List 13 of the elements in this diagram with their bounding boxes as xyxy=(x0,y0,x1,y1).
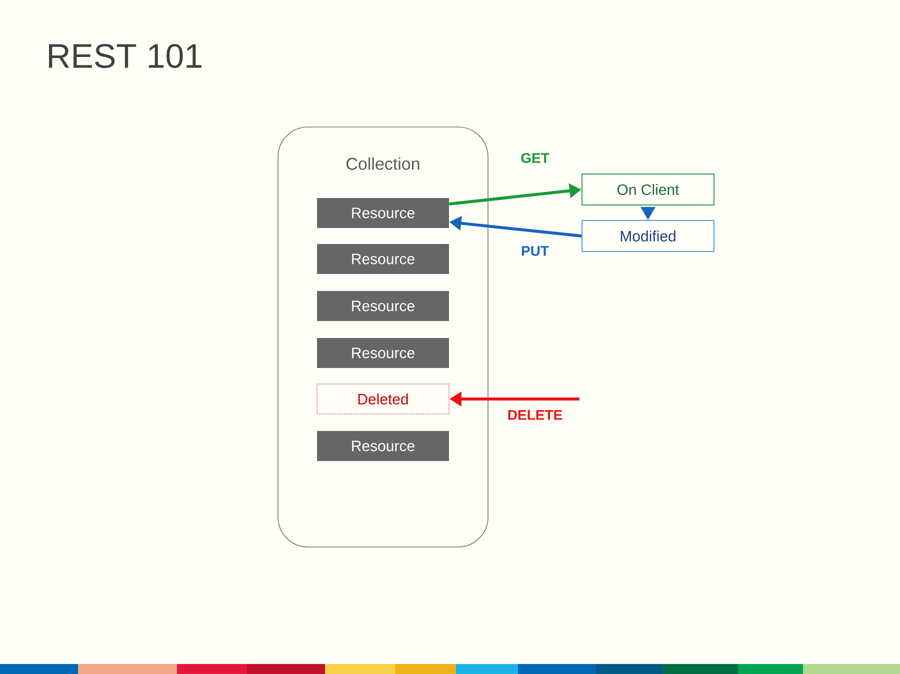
edge-label: GET xyxy=(520,152,550,164)
edge-label: DELETE xyxy=(506,409,564,421)
resource-box: Resource xyxy=(317,431,449,461)
resource-box: Resource xyxy=(317,291,449,321)
resource-box: Resource xyxy=(317,198,449,228)
edge-label: PUT xyxy=(520,245,550,257)
resource-box: Resource xyxy=(317,338,449,368)
slide-title: REST 101 xyxy=(49,44,202,68)
resource-box: Resource xyxy=(317,244,449,274)
state-box: On Client xyxy=(582,174,714,206)
arrow xyxy=(640,206,656,220)
deleted-box: Deleted xyxy=(316,384,450,414)
state-box: Modified xyxy=(582,220,714,252)
